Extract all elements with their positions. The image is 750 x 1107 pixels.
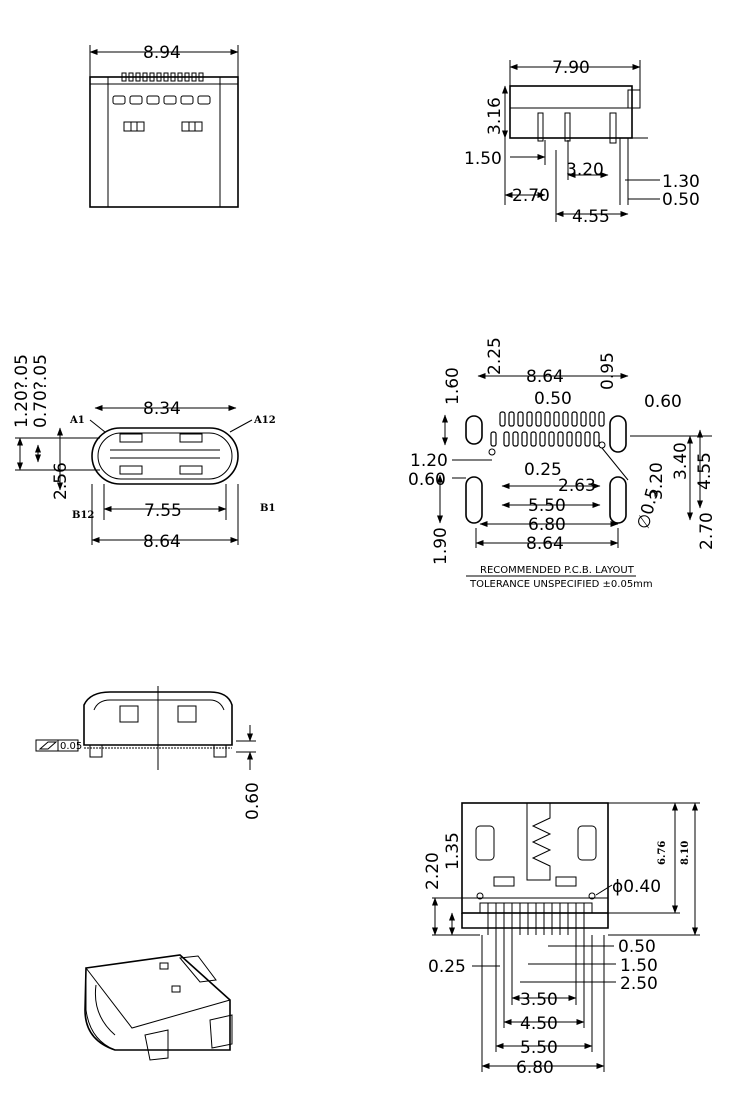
top-width-dim: 8.94 — [143, 43, 181, 63]
pcb-tolerance: TOLERANCE UNSPECIFIED ±0.05mm — [469, 579, 653, 590]
flatness-value: 0.05 — [60, 741, 82, 752]
pcb-pitch: 0.50 — [534, 389, 572, 409]
rear-dim-060: 0.60 — [243, 782, 263, 820]
front-dim-755: 7.55 — [144, 501, 182, 521]
pcb-dim-270: 2.70 — [697, 512, 717, 550]
bottom-dim-150: 1.50 — [620, 956, 658, 976]
side-dim-050: 0.50 — [662, 190, 700, 210]
label-a1: A1 — [69, 415, 85, 426]
pcb-hole-right — [598, 441, 606, 449]
side-height-dim: 3.16 — [485, 97, 505, 135]
pcb-slot-top-right — [609, 415, 627, 453]
rear-view: 0.05 0.60 — [35, 686, 263, 820]
pcb-dim-680: 6.80 — [528, 515, 566, 535]
front-dim-070: 0.70?.05 — [31, 354, 51, 428]
front-dim-120: 1.20?.05 — [12, 354, 32, 428]
pcb-caption: RECOMMENDED P.C.B. LAYOUT — [480, 565, 635, 576]
pcb-dim-060: 0.60 — [408, 470, 446, 490]
pcb-width-top: 8.64 — [526, 367, 564, 387]
pcb-slot-top-left — [465, 415, 483, 445]
pcb-slot-bottom-left — [465, 476, 483, 524]
label-a12: A12 — [253, 415, 276, 426]
bottom-dim-050: 0.50 — [618, 937, 656, 957]
pcb-slot-width: 0.60 — [644, 392, 682, 412]
pcb-dim-095: 0.95 — [598, 352, 618, 390]
pcb-hole-left — [488, 448, 496, 456]
flatness-icon — [38, 741, 58, 750]
pcb-slot-bottom-right — [609, 476, 627, 524]
side-dim-455: 4.55 — [572, 207, 610, 227]
bottom-dim-550: 5.50 — [520, 1038, 558, 1058]
pcb-dim-160: 1.60 — [443, 367, 463, 405]
side-dim-320: 3.20 — [566, 160, 604, 180]
bottom-dim-676: 6.76 — [657, 841, 668, 865]
bottom-dim-810: 8.10 — [680, 841, 691, 865]
side-length-dim: 7.90 — [552, 58, 590, 78]
bottom-pins — [479, 902, 593, 935]
front-dim-864: 8.64 — [143, 532, 181, 552]
side-dim-270: 2.70 — [512, 186, 550, 206]
side-dim-150: 1.50 — [464, 149, 502, 169]
bottom-view: ϕ0.40 6.76 8.10 2.20 1.35 0.50 0.25 1.50… — [423, 802, 700, 1078]
top-pins — [121, 72, 204, 82]
bottom-dim-450: 4.50 — [520, 1014, 558, 1034]
top-view: 8.94 — [89, 43, 239, 208]
pcb-signal-pads — [490, 411, 605, 447]
bottom-dim-250: 2.50 — [620, 974, 658, 994]
pcb-layout: 2.25 0.95 8.64 0.50 0.60 1.60 1.20 0.25 … — [408, 337, 717, 590]
pcb-dim-190: 1.90 — [431, 527, 451, 565]
top-pad-row — [112, 95, 211, 105]
pcb-dim-340: 3.40 — [671, 442, 691, 480]
pcb-dim-550: 5.50 — [528, 496, 566, 516]
pcb-dim-225: 2.25 — [485, 337, 505, 375]
bottom-dim-350: 3.50 — [520, 990, 558, 1010]
flatness-box — [35, 739, 79, 752]
front-dim-834: 8.34 — [143, 399, 181, 419]
front-dim-256: 2.56 — [51, 462, 71, 500]
pcb-dim-455: 4.55 — [695, 452, 715, 490]
label-b1: B1 — [260, 503, 275, 514]
bottom-dim-135: 1.35 — [443, 832, 463, 870]
pcb-dim-263: 2.63 — [558, 476, 596, 496]
pcb-dim-320: 3.20 — [647, 462, 667, 500]
side-view: 7.90 3.16 1.50 3.20 1.30 2.70 0.50 4.55 — [464, 58, 700, 227]
iso-view — [84, 954, 233, 1061]
bottom-dim-025: 0.25 — [428, 957, 466, 977]
label-b12: B12 — [72, 510, 94, 521]
side-dim-130: 1.30 — [662, 172, 700, 192]
pcb-dim-025: 0.25 — [524, 460, 562, 480]
front-view: 1.20?.05 0.70?.05 2.56 8.34 A1 A12 7.55 … — [12, 354, 276, 552]
bottom-dim-680: 6.80 — [516, 1058, 554, 1078]
pcb-hole-dia: ∅0.5 — [634, 486, 664, 532]
bottom-dia: ϕ0.40 — [612, 877, 661, 897]
pcb-dim-120: 1.20 — [410, 451, 448, 471]
bottom-dim-220: 2.20 — [423, 852, 443, 890]
pcb-width-bottom: 8.64 — [526, 534, 564, 554]
